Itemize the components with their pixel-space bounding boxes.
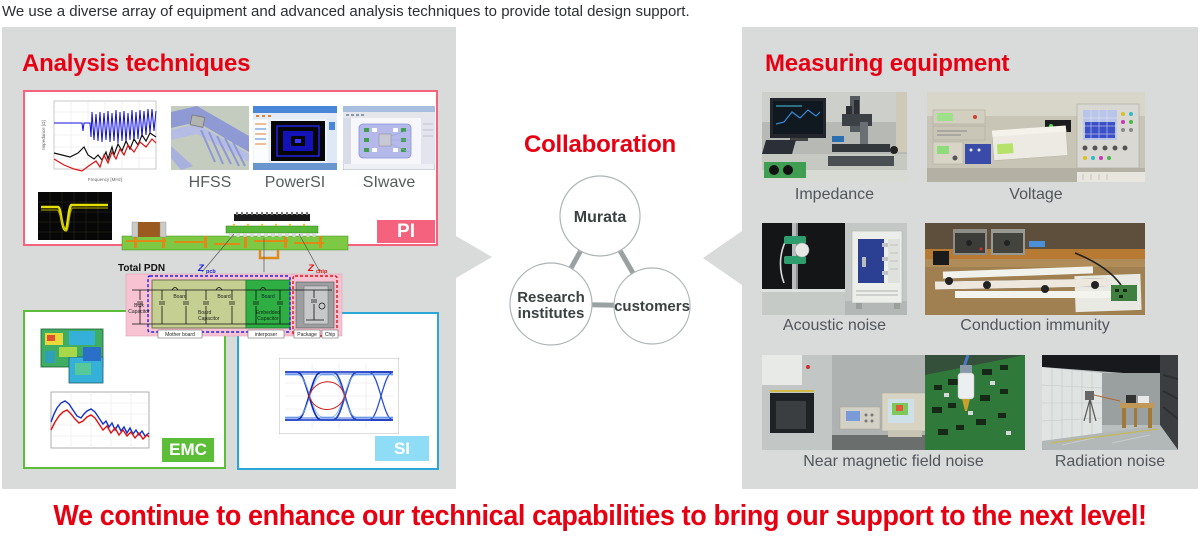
analysis-arrow bbox=[456, 236, 492, 278]
impedance-photo bbox=[762, 92, 907, 182]
eye-diagram bbox=[279, 358, 399, 434]
analysis-title: Analysis techniques bbox=[22, 50, 251, 77]
pdn-title: Total PDN bbox=[118, 263, 165, 274]
intro-text: We use a diverse array of equipment and … bbox=[2, 3, 690, 20]
impedance-frequency-chart: Impedance [Ω] Frequency [MHz] bbox=[38, 97, 162, 189]
emc-frame: EMC bbox=[23, 310, 226, 469]
zpcb-symbol: Z bbox=[197, 263, 205, 274]
impedance-ylabel: Impedance [Ω] bbox=[41, 120, 46, 149]
emc-badge: EMC bbox=[162, 438, 214, 462]
impedance-xlabel: Frequency [MHz] bbox=[88, 177, 122, 182]
footer-text: We continue to enhance our technical cap… bbox=[53, 500, 1147, 532]
pdn-mother-board-label: Mother board bbox=[165, 332, 195, 338]
emc-heatmap bbox=[40, 328, 104, 384]
pdn-embedded-l2: Capacitor bbox=[257, 316, 279, 322]
pdn-package-label: Package bbox=[297, 332, 317, 338]
collaboration-diagram: Murata Research institutes customers bbox=[509, 175, 691, 346]
pdn-board-cap-l2: Capacitor bbox=[198, 316, 220, 322]
zchip-symbol: Z bbox=[307, 263, 315, 274]
analysis-panel: Analysis techniques Impedance [Ω] bbox=[2, 27, 456, 489]
pdn-board-1: Board bbox=[173, 294, 187, 300]
radiation-noise-photo bbox=[1042, 355, 1178, 450]
collab-node-research-l2: institutes bbox=[518, 305, 585, 322]
measuring-title: Measuring equipment bbox=[765, 50, 1010, 77]
pi-badge: PI bbox=[377, 220, 435, 243]
collab-node-customers: customers bbox=[614, 298, 690, 315]
pdn-board-2: Board bbox=[217, 294, 231, 300]
total-pdn-diagram: Total PDN Z pcb Z chip bbox=[118, 212, 349, 339]
pdn-interposer-label: interposer bbox=[255, 332, 278, 338]
photo-label-voltage: Voltage bbox=[1009, 186, 1063, 203]
si-frame: SI bbox=[237, 312, 439, 470]
photo-label-acoustic-noise: Acoustic noise bbox=[782, 317, 887, 334]
collaboration-title: Collaboration bbox=[523, 131, 677, 158]
measuring-arrow bbox=[703, 231, 742, 285]
collab-node-research-l1: Research bbox=[517, 289, 585, 306]
oscilloscope-waveform bbox=[38, 192, 112, 240]
pdn-bulk-cap-l2: Capacitor bbox=[128, 309, 150, 315]
tool-label-powersi: PowerSI bbox=[264, 174, 326, 191]
pdn-board-3: Board bbox=[261, 294, 275, 300]
tool-label-hfss: HFSS bbox=[188, 174, 232, 191]
zchip-sub: chip bbox=[316, 269, 328, 275]
pdn-embedded-l1: Embedded bbox=[256, 310, 280, 316]
pi-frame: Impedance [Ω] Frequency [MHz] HFSS bbox=[23, 90, 438, 246]
hfss-thumbnail bbox=[171, 106, 249, 170]
photo-label-radiation-noise: Radiation noise bbox=[1054, 453, 1166, 470]
near-magnetic-field-noise-photo bbox=[762, 355, 1025, 450]
pdn-chip-label: Chip bbox=[325, 332, 336, 338]
powersi-thumbnail bbox=[253, 106, 337, 170]
photo-label-near-magnetic-field-noise: Near magnetic field noise bbox=[803, 453, 984, 470]
pdn-board-cap-l1: Board bbox=[198, 310, 212, 316]
collab-node-murata: Murata bbox=[574, 209, 627, 226]
voltage-photo bbox=[927, 92, 1145, 182]
siwave-thumbnail bbox=[343, 106, 435, 170]
emc-spectrum-chart bbox=[50, 391, 150, 449]
si-badge: SI bbox=[375, 436, 429, 461]
conduction-immunity-photo bbox=[925, 223, 1145, 315]
acoustic-noise-photo bbox=[762, 223, 907, 315]
photo-label-conduction-immunity: Conduction immunity bbox=[960, 317, 1110, 334]
zpcb-sub: pcb bbox=[206, 269, 216, 275]
photo-label-impedance: Impedance bbox=[794, 186, 875, 203]
pdn-bulk-cap-l1: Bulk bbox=[134, 303, 144, 309]
measuring-panel: Measuring equipment Impeda bbox=[742, 27, 1198, 489]
tool-label-siwave: SIwave bbox=[362, 174, 416, 191]
